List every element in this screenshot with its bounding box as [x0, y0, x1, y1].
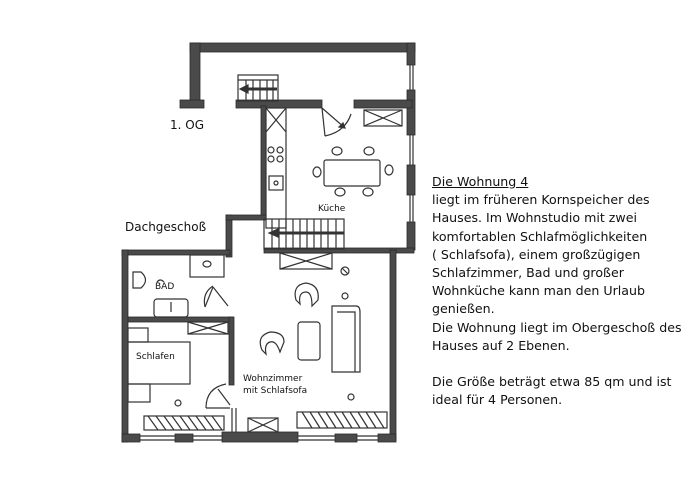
- description-line: Wohnküche kann man den Urlaub: [432, 283, 645, 299]
- room-label-living: Wohnzimmer mit Schlafsofa: [243, 373, 307, 397]
- room-label-bathroom: BAD: [155, 282, 175, 292]
- floor-label-lower: Dachgeschoß: [125, 220, 207, 234]
- radiators: [143, 411, 388, 433]
- room-label-living-line2: mit Schlafsofa: [243, 386, 308, 396]
- description-line: Die Wohnung liegt im Obergeschoß des: [432, 319, 682, 335]
- living-furniture: [259, 266, 361, 401]
- kitchen-counter: [265, 107, 287, 229]
- description-title: Die Wohnung 4: [432, 174, 529, 189]
- cabinet-stair: [279, 252, 333, 270]
- floor-label-upper: 1. OG: [170, 118, 205, 132]
- description-line: Hauses auf 2 Ebenen.: [432, 337, 570, 353]
- bedroom-fixtures: [127, 321, 237, 432]
- lower-floor-walls: [121, 214, 397, 443]
- description-line: ( Schlafsofa), einem großzügigen: [432, 246, 641, 262]
- room-label-living-line1: Wohnzimmer: [243, 374, 303, 384]
- apartment-description: Die Wohnung 4 liegt im früheren Kornspei…: [432, 173, 697, 409]
- description-line: liegt im früheren Kornspeicher des: [432, 192, 650, 208]
- description-line: Schlafzimmer, Bad und großer: [432, 265, 624, 281]
- spacer: [432, 355, 697, 373]
- lower-stair: [263, 218, 345, 250]
- cabinet-upper: [363, 109, 403, 127]
- description-line: genießen.: [432, 301, 495, 317]
- dining-table: [312, 146, 394, 197]
- room-label-bedroom: Schlafen: [136, 352, 175, 362]
- size-line: Die Größe beträgt etwa 85 qm und ist: [432, 374, 672, 390]
- upper-floor-walls: [179, 42, 416, 254]
- bathroom-fixtures: [132, 254, 229, 318]
- description-line: Hauses. Im Wohnstudio mit zwei: [432, 210, 637, 226]
- upper-stair: [237, 74, 279, 102]
- size-line: ideal für 4 Personen.: [432, 392, 563, 408]
- room-label-kitchen: Küche: [318, 204, 346, 214]
- kitchen-door: [321, 107, 352, 137]
- description-line: komfortablen Schlafmöglichkeiten: [432, 228, 648, 244]
